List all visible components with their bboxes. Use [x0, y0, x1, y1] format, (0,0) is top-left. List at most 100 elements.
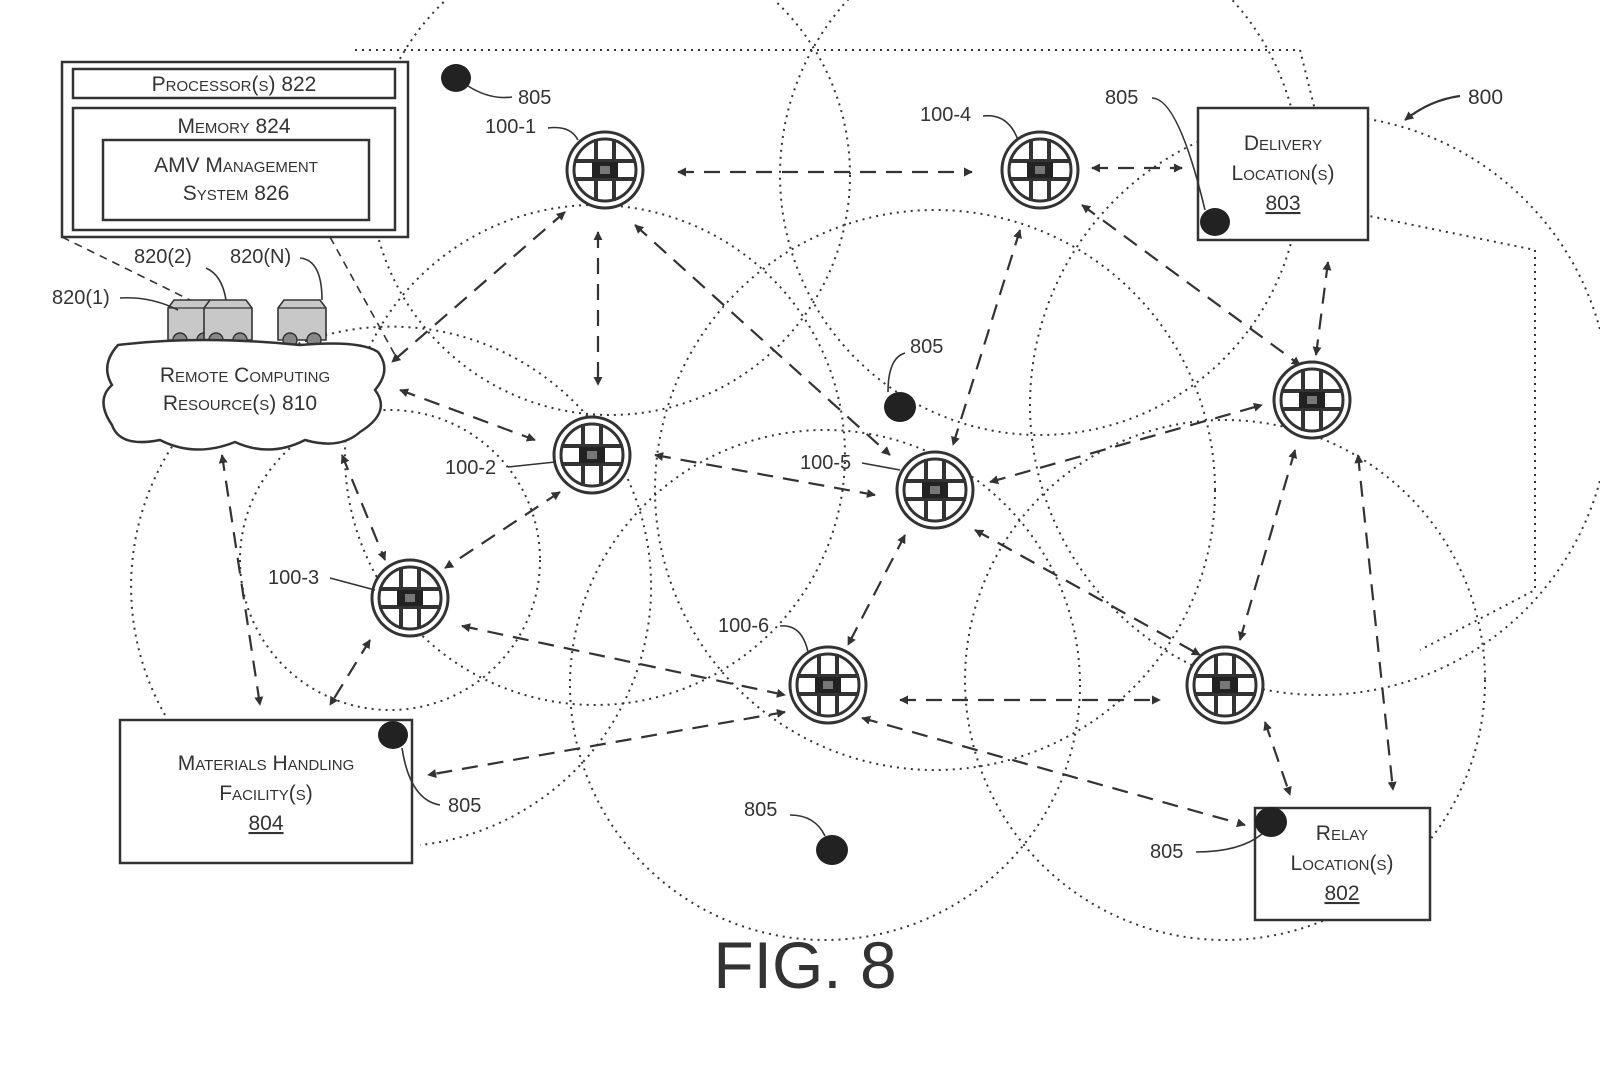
vehicle-label-100-3: 100-3	[268, 567, 319, 589]
link-100-6-to-relay	[861, 715, 1246, 828]
vehicle-100-6	[788, 645, 868, 725]
vehicle-100-1	[565, 130, 645, 210]
server-icon-n	[277, 299, 327, 348]
link-100-4-to-right-upper	[1081, 204, 1301, 366]
link-100-5-to-100-6	[847, 534, 906, 646]
cloud-label-line2: Resource(s) 810	[163, 392, 317, 415]
delivery-label-line2: Location(s)	[1232, 162, 1335, 185]
link-100-4-to-100-5	[951, 229, 1022, 446]
marker-lead-bottom	[789, 814, 826, 837]
marker-lead-relay	[1195, 833, 1263, 853]
marker-label-materials: 805	[448, 795, 481, 817]
vehicle-100-2	[552, 415, 632, 495]
marker-label-delivery: 805	[1105, 87, 1138, 109]
materials-label-line1: Materials Handling	[178, 752, 355, 775]
marker-805-delivery	[1200, 208, 1230, 236]
figure-ref-label: 800	[1468, 86, 1503, 109]
link-delivery-to-right-upper	[1312, 261, 1332, 356]
amv-label-line2: System 826	[183, 182, 290, 205]
remote-computing-cloud: Remote Computing Resource(s) 810	[102, 338, 386, 451]
materials-handling-facility: Materials Handling Facility(s) 804	[118, 718, 414, 865]
range-ring-100-6	[569, 429, 1081, 941]
memory-label: Memory 824	[177, 115, 290, 138]
link-right-lower-to-relay	[1263, 721, 1292, 796]
vehicle-label-100-1: 100-1	[485, 116, 536, 138]
range-ring-right-lower	[964, 419, 1486, 941]
cloud-shape	[102, 338, 386, 451]
vehicle-label-100-5: 100-5	[800, 452, 851, 474]
vehicle-100-4	[1000, 130, 1080, 210]
markers-805: 805 805 805 805 805 805	[378, 64, 1287, 865]
link-100-3-to-materials	[329, 639, 371, 706]
link-100-3-to-100-6	[461, 623, 786, 698]
vehicle-lead-100-6	[779, 625, 809, 653]
figure-reference: 800	[1404, 86, 1503, 121]
marker-lead-materials	[401, 747, 441, 806]
link-cloud-to-materials	[218, 454, 264, 706]
communication-links	[218, 163, 1397, 828]
marker-lead-center	[887, 352, 906, 393]
vehicle-labels: 100-1 100-2 100-3 100-4 100-5 100-6	[268, 104, 1019, 653]
vehicle-lead-100-5	[861, 462, 901, 471]
vehicle-label-100-6: 100-6	[718, 615, 769, 637]
marker-805-center	[884, 392, 916, 422]
vehicle-lead-100-2	[507, 461, 556, 468]
vehicle-label-100-2: 100-2	[445, 457, 496, 479]
server-node-label-n: 820(N)	[230, 246, 291, 268]
server-callout-left	[61, 236, 191, 301]
relay-label-line1: Relay	[1316, 822, 1368, 845]
marker-805-top	[441, 64, 471, 92]
range-ring-100-5	[654, 209, 1216, 771]
delivery-ref: 803	[1265, 192, 1300, 215]
link-right-upper-to-relay	[1354, 454, 1397, 791]
vehicle-lead-100-4	[982, 114, 1019, 141]
vehicle-lead-100-3	[329, 577, 376, 591]
server-node-lead-n	[299, 257, 323, 301]
materials-ref: 804	[248, 812, 283, 835]
link-cloud-to-100-2	[399, 388, 536, 442]
server-node-label-1: 820(1)	[52, 287, 110, 309]
marker-lead-delivery	[1151, 97, 1206, 211]
delivery-location: Delivery Location(s) 803	[1196, 106, 1370, 242]
vehicle-label-100-4: 100-4	[920, 104, 971, 126]
link-100-5-to-right-lower	[974, 529, 1201, 656]
link-100-1-to-100-5	[634, 224, 891, 456]
cloud-label-line1: Remote Computing	[160, 364, 330, 387]
marker-805-materials	[378, 721, 408, 749]
link-100-5-to-right-upper	[989, 402, 1263, 485]
relay-ref: 802	[1324, 882, 1359, 905]
processor-box	[71, 67, 397, 100]
link-100-1-to-cloud	[391, 211, 566, 363]
figure-caption: FIG. 8	[713, 928, 896, 1002]
vehicle-unlabeled-right-upper	[1272, 360, 1352, 440]
relay-label-line2: Location(s)	[1291, 852, 1394, 875]
processor-label: Processor(s) 822	[152, 73, 317, 96]
server-callout-right	[329, 236, 396, 356]
link-100-2-to-100-5	[654, 452, 876, 498]
marker-lead-top	[467, 85, 513, 99]
range-ring-100-3	[239, 409, 541, 711]
figure-ref-arrow	[1404, 94, 1461, 121]
marker-805-bottom	[816, 835, 848, 865]
vehicle-100-3	[370, 558, 450, 638]
marker-label-top: 805	[518, 87, 551, 109]
materials-label-line2: Facility(s)	[219, 782, 313, 805]
link-100-2-to-100-3	[444, 491, 561, 569]
vehicle-unlabeled-right-lower	[1185, 645, 1265, 725]
marker-label-bottom: 805	[744, 799, 777, 821]
marker-805-relay	[1255, 807, 1287, 837]
amv-management-box	[101, 138, 371, 222]
server-nodes: 820(1) 820(2) 820(N)	[52, 246, 327, 348]
server-node-lead-2	[205, 267, 227, 301]
link-100-6-to-materials	[427, 708, 786, 779]
marker-label-relay: 805	[1150, 841, 1183, 863]
link-cloud-to-100-3	[340, 454, 387, 561]
vehicle-lead-100-1	[547, 126, 579, 141]
amv-label-line1: AMV Management	[154, 154, 318, 177]
delivery-label-line1: Delivery	[1244, 132, 1322, 155]
marker-label-center: 805	[910, 336, 943, 358]
materials-facility-box	[118, 718, 414, 865]
server-node-lead-1	[119, 296, 179, 311]
link-right-upper-to-right-lower	[1237, 449, 1298, 641]
